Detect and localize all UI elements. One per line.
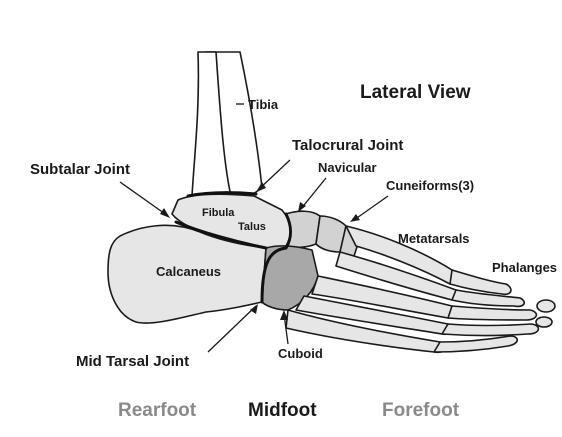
phalanx-bone-5 [434,336,517,352]
cuneiforms-arrowhead [350,214,360,222]
forefoot-caption: Forefoot [382,400,460,421]
midfoot-caption: Midfoot [248,400,317,421]
toe-tip-2 [536,317,552,327]
subtalar-leader [120,182,168,216]
fibula-label: Fibula [202,207,235,219]
phalanges-label: Phalanges [492,260,557,275]
phalanx-bone-4 [442,324,538,336]
talus-label: Talus [238,221,266,233]
subtalar-joint-label: Subtalar Joint [30,161,130,178]
bones [108,52,555,352]
metatarsals-label: Metatarsals [398,231,470,246]
rearfoot-caption: Rearfoot [118,400,197,421]
view-title: Lateral View [360,82,471,103]
talocrural-joint-label: Talocrural Joint [292,137,403,154]
mid-tarsal-joint-label: Mid Tarsal Joint [76,353,189,370]
phalanx-bone-3 [448,306,536,320]
toe-tip-1 [537,300,555,312]
cuneiforms-label: Cuneiforms(3) [386,178,474,193]
cuneiforms-leader [354,196,388,220]
navicular-label: Navicular [318,160,377,175]
calcaneus-label: Calcaneus [156,264,221,279]
subtalar-arrowhead [160,208,170,218]
cuboid-label: Cuboid [278,346,323,361]
region-captions: Rearfoot Midfoot Forefoot [118,400,460,421]
mid-tarsal-arrowhead [250,304,258,314]
tibia-label: Tibia [248,97,279,112]
mid-tarsal-leader [208,306,256,352]
